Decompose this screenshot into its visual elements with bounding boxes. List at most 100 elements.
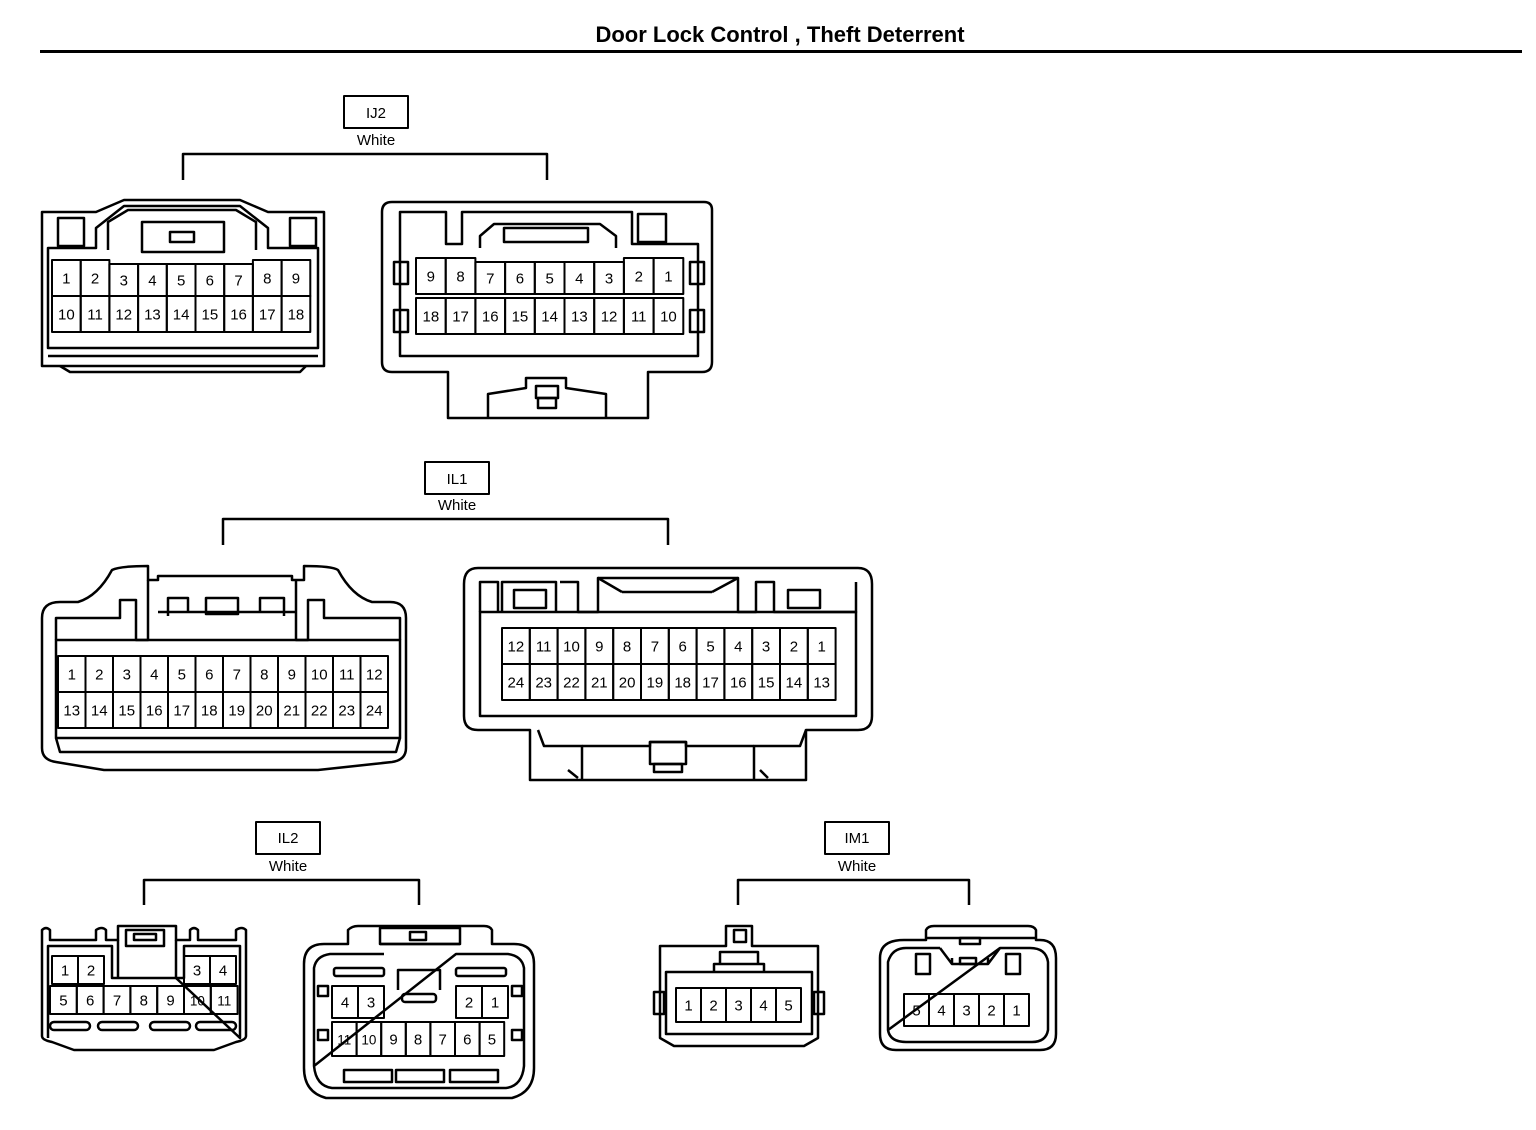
pin-number: 10 (58, 307, 75, 324)
pin-number: 11 (217, 994, 231, 1009)
pin-number: 11 (87, 307, 103, 324)
pin-number: 4 (759, 998, 767, 1015)
pin-number: 9 (595, 639, 603, 656)
pin-number: 4 (734, 639, 742, 656)
pin-number: 6 (206, 273, 214, 290)
pin-number: 11 (339, 667, 355, 684)
pin-number: 2 (635, 269, 643, 286)
housing-outline (462, 566, 874, 782)
pin-number: 3 (120, 273, 128, 290)
housing-outline (302, 924, 536, 1100)
pin-number: 3 (962, 1003, 970, 1020)
pin-cell (359, 691, 389, 729)
pin-number: 13 (63, 703, 80, 720)
pin-number: 7 (113, 993, 121, 1010)
pin-number: 11 (337, 1033, 351, 1048)
pin-number: 4 (341, 995, 349, 1012)
pin-cell (209, 985, 239, 1015)
pin-number: 1 (491, 995, 499, 1012)
housing-outline (878, 924, 1058, 1052)
pin-number: 5 (912, 1003, 920, 1020)
pin-number: 6 (463, 1032, 471, 1049)
pin-number: 12 (366, 667, 383, 684)
pin-number: 9 (292, 271, 300, 288)
housing-outline (40, 564, 408, 772)
pin-number: 3 (605, 271, 613, 288)
connector-color: White (838, 858, 876, 875)
pin-number: 5 (545, 271, 553, 288)
connector-color: White (438, 497, 476, 514)
connector-code-box (255, 821, 321, 855)
pin-number: 9 (427, 269, 435, 286)
pin-number: 14 (786, 675, 803, 692)
connector-code: IM1 (844, 830, 869, 847)
pin-number: 18 (201, 703, 218, 720)
pin-number: 14 (91, 703, 108, 720)
pin-number: 13 (571, 309, 588, 326)
pin-cell (652, 297, 685, 335)
pin-number: 7 (651, 639, 659, 656)
pin-number: 12 (601, 309, 618, 326)
connector-code-box (424, 461, 490, 495)
bracket (736, 878, 971, 905)
pin-number: 16 (230, 307, 247, 324)
pin-number: 23 (535, 675, 552, 692)
pin-number: 7 (234, 273, 242, 290)
pin-number: 24 (366, 703, 383, 720)
pin-number: 2 (87, 963, 95, 980)
pin-number: 19 (228, 703, 245, 720)
pin-number: 15 (758, 675, 775, 692)
pin-number: 11 (536, 639, 552, 656)
pin-number: 12 (508, 639, 525, 656)
pin-number: 9 (389, 1032, 397, 1049)
pin-number: 3 (193, 963, 201, 980)
pin-number: 6 (205, 667, 213, 684)
pin-number: 17 (173, 703, 190, 720)
pin-number: 17 (452, 309, 469, 326)
pin-number: 21 (283, 703, 300, 720)
connector-code-box (343, 95, 409, 129)
pin-number: 5 (178, 667, 186, 684)
pin-number: 5 (488, 1032, 496, 1049)
connector-code: IL2 (278, 830, 299, 847)
pin-number: 2 (790, 639, 798, 656)
pin-number: 11 (631, 309, 647, 326)
pin-number: 6 (679, 639, 687, 656)
pin-number: 8 (456, 269, 464, 286)
pin-number: 3 (762, 639, 770, 656)
pin-number: 5 (784, 998, 792, 1015)
pin-number: 6 (86, 993, 94, 1010)
pin-number: 1 (664, 269, 672, 286)
pin-number: 5 (59, 993, 67, 1010)
pin-number: 16 (482, 309, 499, 326)
pin-cell (77, 955, 105, 985)
connector-color: White (269, 858, 307, 875)
pin-number: 14 (541, 309, 558, 326)
pin-number: 16 (730, 675, 747, 692)
pin-number: 23 (338, 703, 355, 720)
pin-number: 22 (311, 703, 328, 720)
pin-cell (481, 985, 509, 1019)
bracket (181, 152, 549, 180)
pin-number: 15 (512, 309, 529, 326)
pin-cell (775, 987, 802, 1023)
pin-number: 7 (233, 667, 241, 684)
pin-cell (357, 985, 385, 1019)
pin-number: 9 (166, 993, 174, 1010)
pin-number: 13 (813, 675, 830, 692)
pin-cell (478, 1021, 506, 1057)
bracket (221, 517, 670, 545)
page-title: Door Lock Control , Theft Deterrent (595, 22, 965, 47)
pin-number: 3 (123, 667, 131, 684)
